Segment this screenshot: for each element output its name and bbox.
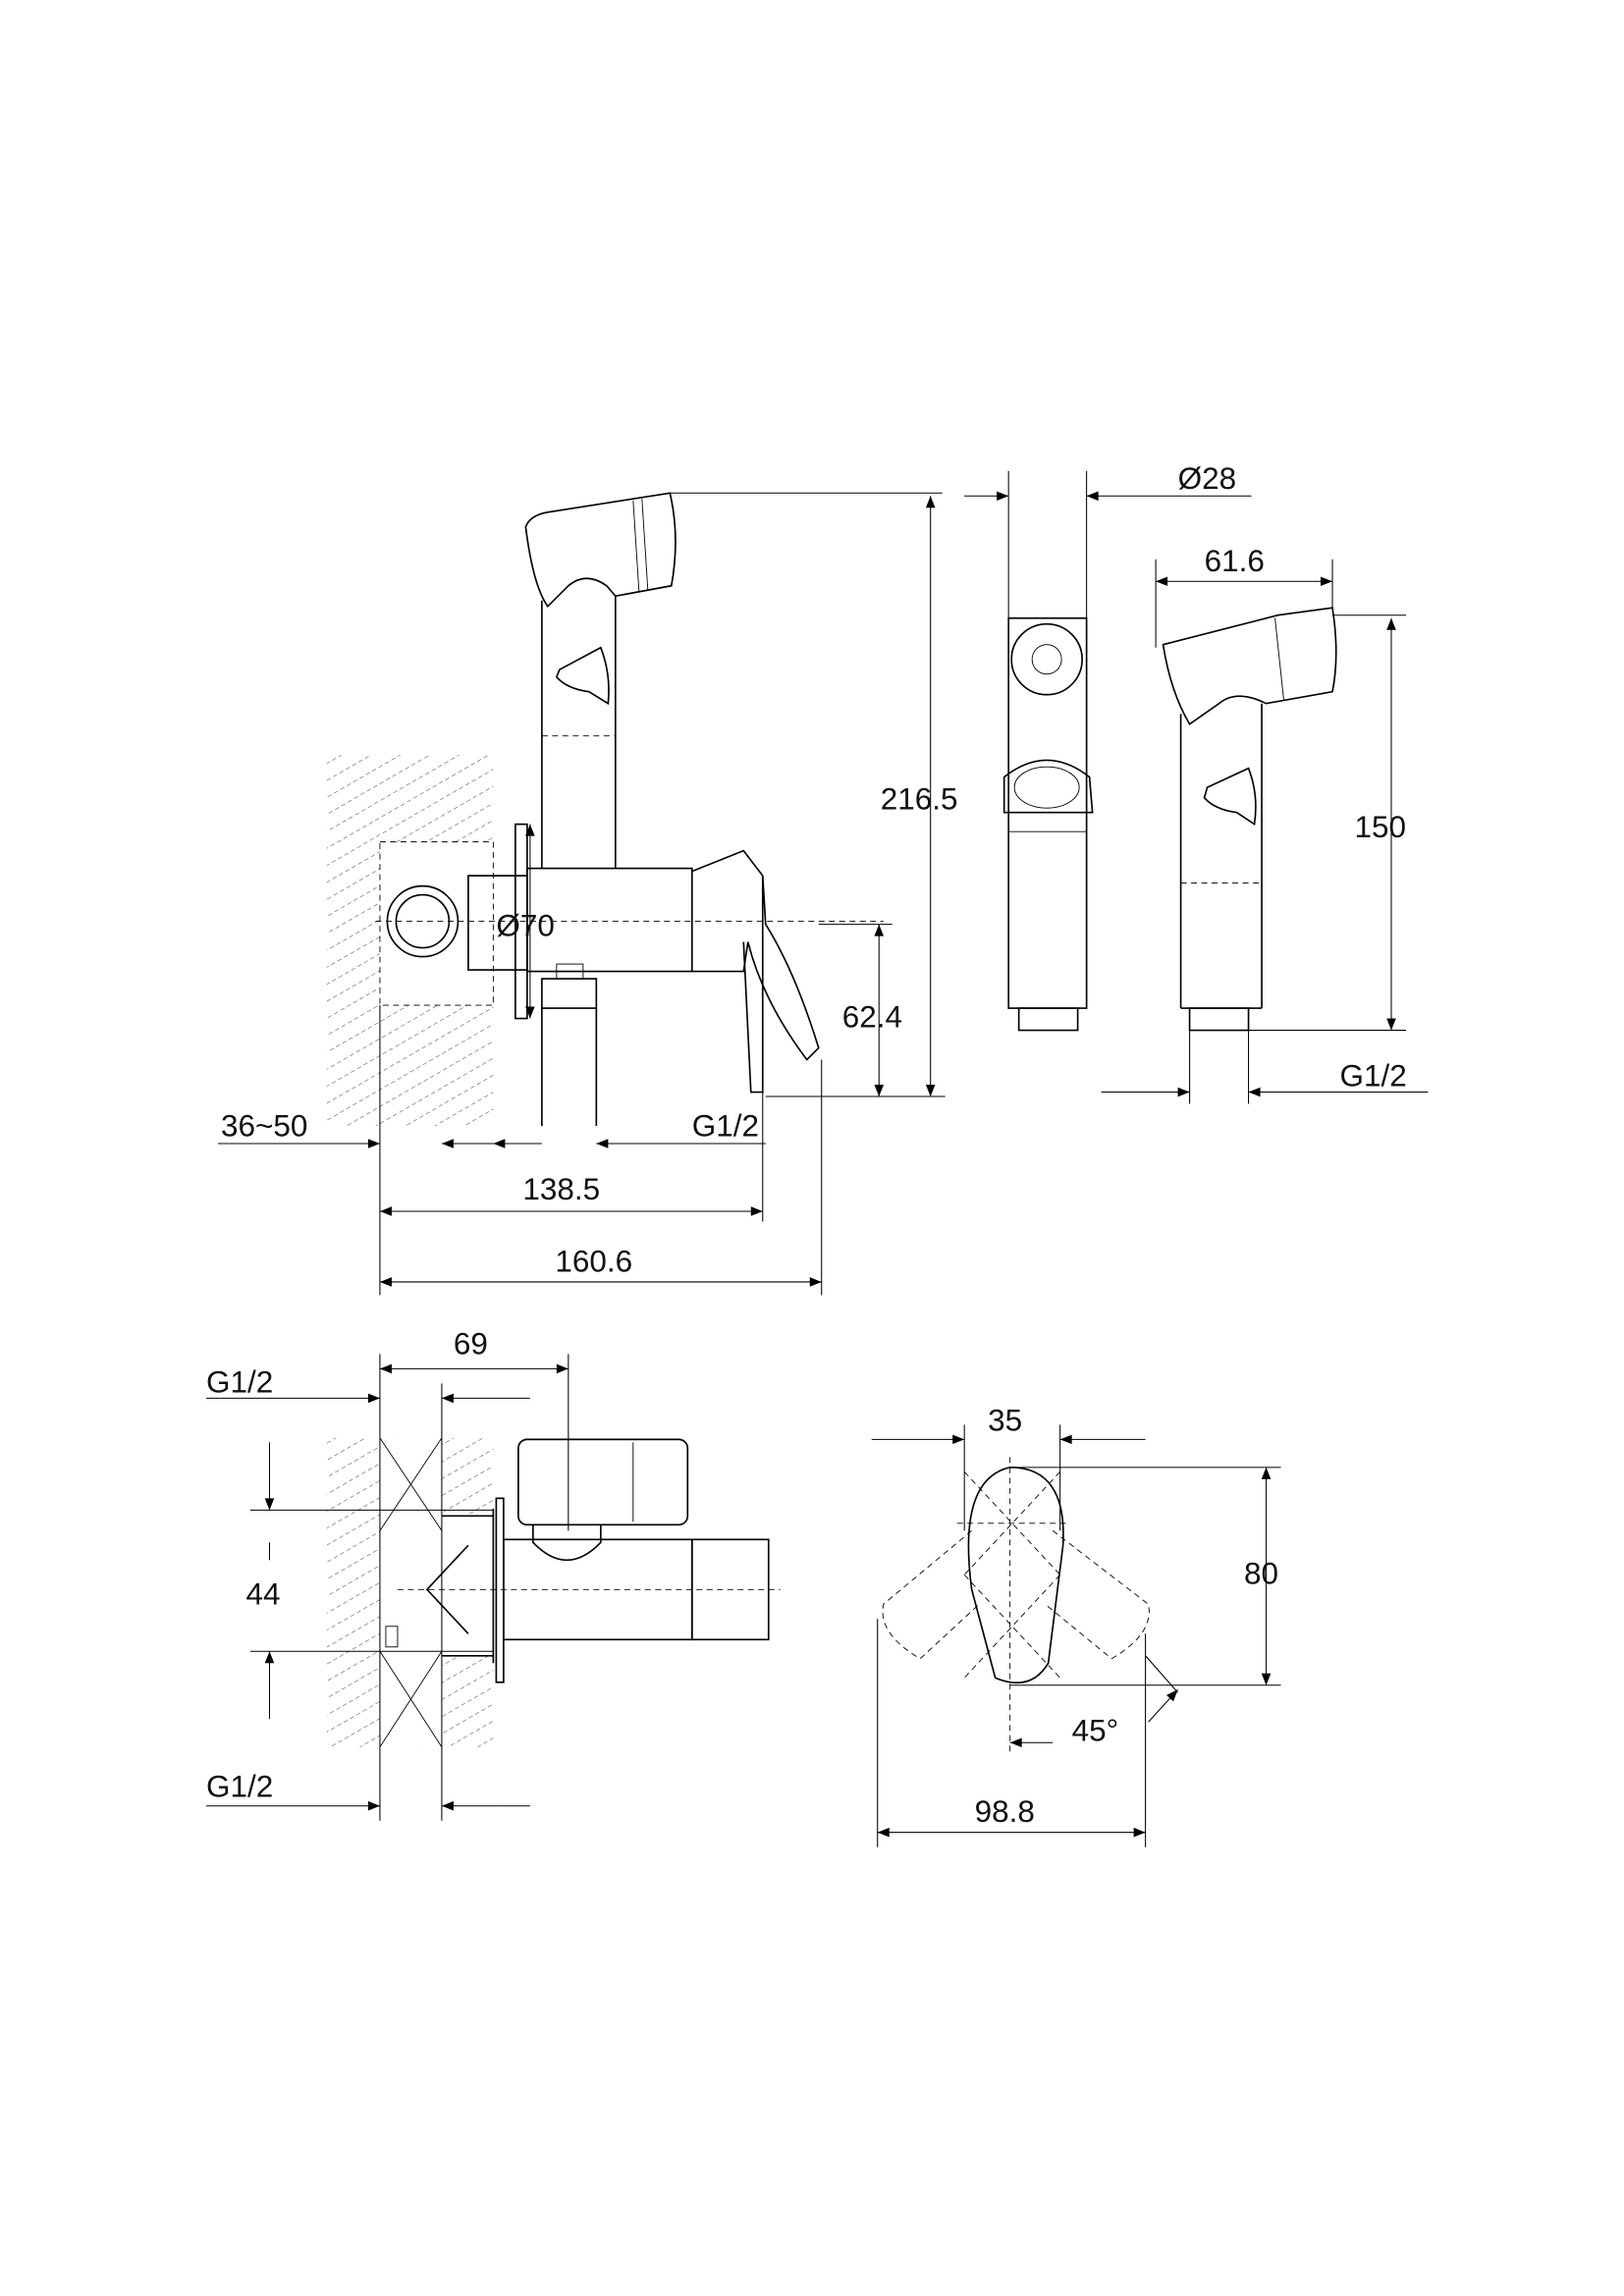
dim-lever-height: 80 (1244, 1556, 1278, 1590)
dim-shower-thread: G1/2 (1340, 1059, 1407, 1094)
hand-shower-side-view: 61.6 150 G1/2 (1101, 544, 1429, 1104)
dim-lever-swing-width: 98.8 (975, 1794, 1035, 1829)
wall-section-hatch (326, 755, 494, 1127)
mixer-body (375, 823, 884, 1127)
dim-total-depth: 160.6 (555, 1244, 632, 1278)
side-view-assembly: Ø70 216.5 62.4 36~50 G1/2 138.5 160.6 (218, 492, 958, 1296)
dim-inlet-thread-bottom: G1/2 (206, 1770, 273, 1804)
dim-lever-width: 35 (988, 1403, 1022, 1437)
dimension-lines-front (964, 470, 1252, 618)
dim-shower-height: 150 (1355, 810, 1407, 844)
dim-head-length: 61.6 (1205, 544, 1265, 578)
plan-view-assembly: 69 G1/2 44 G1/2 (206, 1326, 781, 1821)
dimension-lines-lever (871, 1424, 1281, 1847)
dim-outlet-thread: G1/2 (692, 1109, 759, 1144)
dim-inlet-spacing: 44 (245, 1576, 280, 1611)
lever-front-view: 35 80 45° 98.8 (871, 1403, 1281, 1847)
hand-shower-front-view: Ø28 (964, 461, 1252, 1032)
dim-outlet-height: 62.4 (842, 1000, 902, 1035)
dimension-lines-plan (206, 1354, 569, 1821)
dim-shower-diameter: Ø28 (1178, 461, 1236, 496)
dimension-lines-side-shower (1101, 559, 1429, 1104)
dim-depth-to-lever: 138.5 (522, 1172, 600, 1206)
dim-lever-angle: 45° (1072, 1714, 1119, 1748)
dim-inlet-thread-top: G1/2 (206, 1364, 273, 1399)
dim-plan-offset: 69 (454, 1326, 488, 1361)
dim-total-height: 216.5 (881, 782, 958, 817)
dim-wall-depth: 36~50 (221, 1109, 307, 1144)
hand-shower-mounted (524, 492, 677, 869)
dimension-lines-side-view (218, 492, 946, 1296)
dim-flange-diameter: Ø70 (496, 909, 554, 943)
